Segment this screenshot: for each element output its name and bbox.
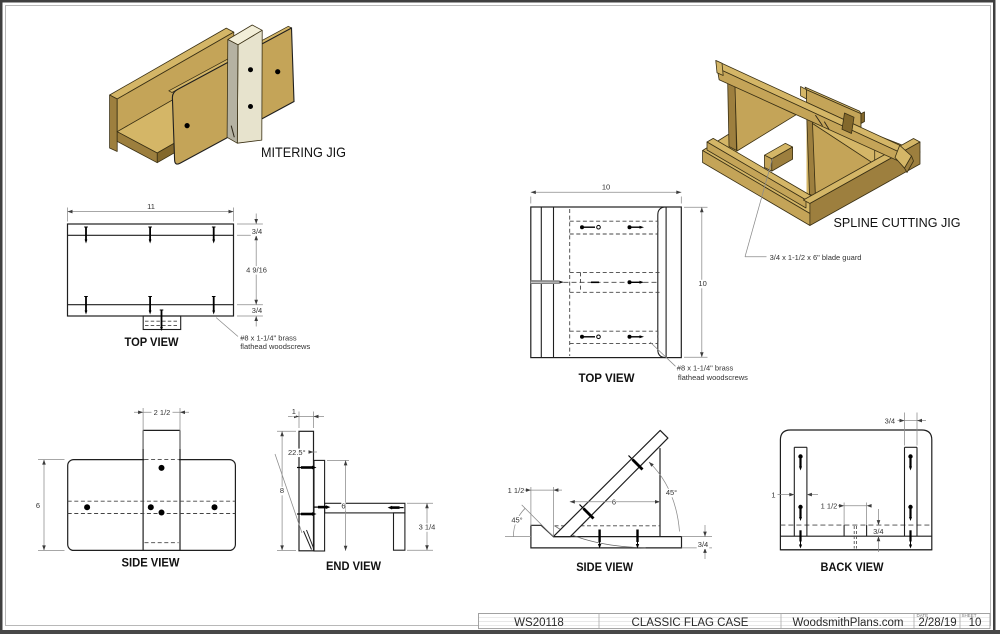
svg-text:2 1/2: 2 1/2 bbox=[154, 408, 171, 417]
svg-text:6: 6 bbox=[612, 498, 616, 507]
svg-text:10: 10 bbox=[602, 183, 610, 192]
svg-text:END VIEW: END VIEW bbox=[326, 559, 382, 573]
svg-text:SIDE VIEW: SIDE VIEW bbox=[122, 556, 181, 570]
svg-text:DATE: DATE bbox=[917, 613, 929, 618]
svg-text:CLASSIC FLAG CASE: CLASSIC FLAG CASE bbox=[632, 617, 749, 629]
svg-text:1 1/2: 1 1/2 bbox=[821, 501, 838, 510]
svg-text:45°: 45° bbox=[511, 515, 522, 524]
svg-text:22.5°: 22.5° bbox=[288, 448, 306, 457]
svg-text:1 1/2: 1 1/2 bbox=[508, 486, 525, 495]
svg-text:3/4: 3/4 bbox=[885, 416, 895, 425]
svg-text:BACK VIEW: BACK VIEW bbox=[821, 560, 885, 574]
svg-text:10: 10 bbox=[698, 279, 706, 288]
svg-text:11: 11 bbox=[147, 202, 155, 211]
svg-text:2/28/19: 2/28/19 bbox=[918, 617, 956, 629]
svg-text:1: 1 bbox=[771, 490, 775, 499]
svg-text:#8 x 1-1/4" brass: #8 x 1-1/4" brass bbox=[677, 363, 734, 372]
svg-text:3 1/4: 3 1/4 bbox=[419, 523, 436, 532]
svg-text:8: 8 bbox=[280, 486, 284, 495]
svg-text:TOP VIEW: TOP VIEW bbox=[579, 371, 636, 385]
svg-text:SPLINE CUTTING JIG: SPLINE CUTTING JIG bbox=[834, 215, 961, 230]
svg-text:SHEET: SHEET bbox=[962, 613, 977, 618]
svg-text:SIDE VIEW: SIDE VIEW bbox=[576, 560, 634, 574]
svg-text:10: 10 bbox=[969, 617, 982, 629]
svg-text:WoodsmithPlans.com: WoodsmithPlans.com bbox=[793, 617, 904, 629]
svg-text:MITERING JIG: MITERING JIG bbox=[261, 144, 346, 160]
svg-text:3/4: 3/4 bbox=[252, 227, 262, 236]
svg-text:4 9/16: 4 9/16 bbox=[246, 266, 267, 275]
svg-text:TOP VIEW: TOP VIEW bbox=[125, 335, 180, 349]
svg-text:3/4: 3/4 bbox=[698, 540, 708, 549]
svg-text:3/4 x 1-1/2 x 6" blade guard: 3/4 x 1-1/2 x 6" blade guard bbox=[770, 253, 862, 262]
svg-text:1: 1 bbox=[292, 407, 296, 416]
svg-text:6: 6 bbox=[341, 502, 345, 511]
svg-text:45°: 45° bbox=[666, 488, 677, 497]
svg-text:3/4: 3/4 bbox=[252, 306, 262, 315]
svg-text:#8 x 1-1/4" brass: #8 x 1-1/4" brass bbox=[240, 334, 297, 343]
svg-text:flathead woodscrews: flathead woodscrews bbox=[240, 342, 310, 351]
svg-text:flathead woodscrews: flathead woodscrews bbox=[678, 373, 748, 382]
svg-text:WS20118: WS20118 bbox=[514, 617, 564, 629]
svg-text:3/4: 3/4 bbox=[873, 527, 883, 536]
svg-text:6: 6 bbox=[36, 501, 40, 510]
